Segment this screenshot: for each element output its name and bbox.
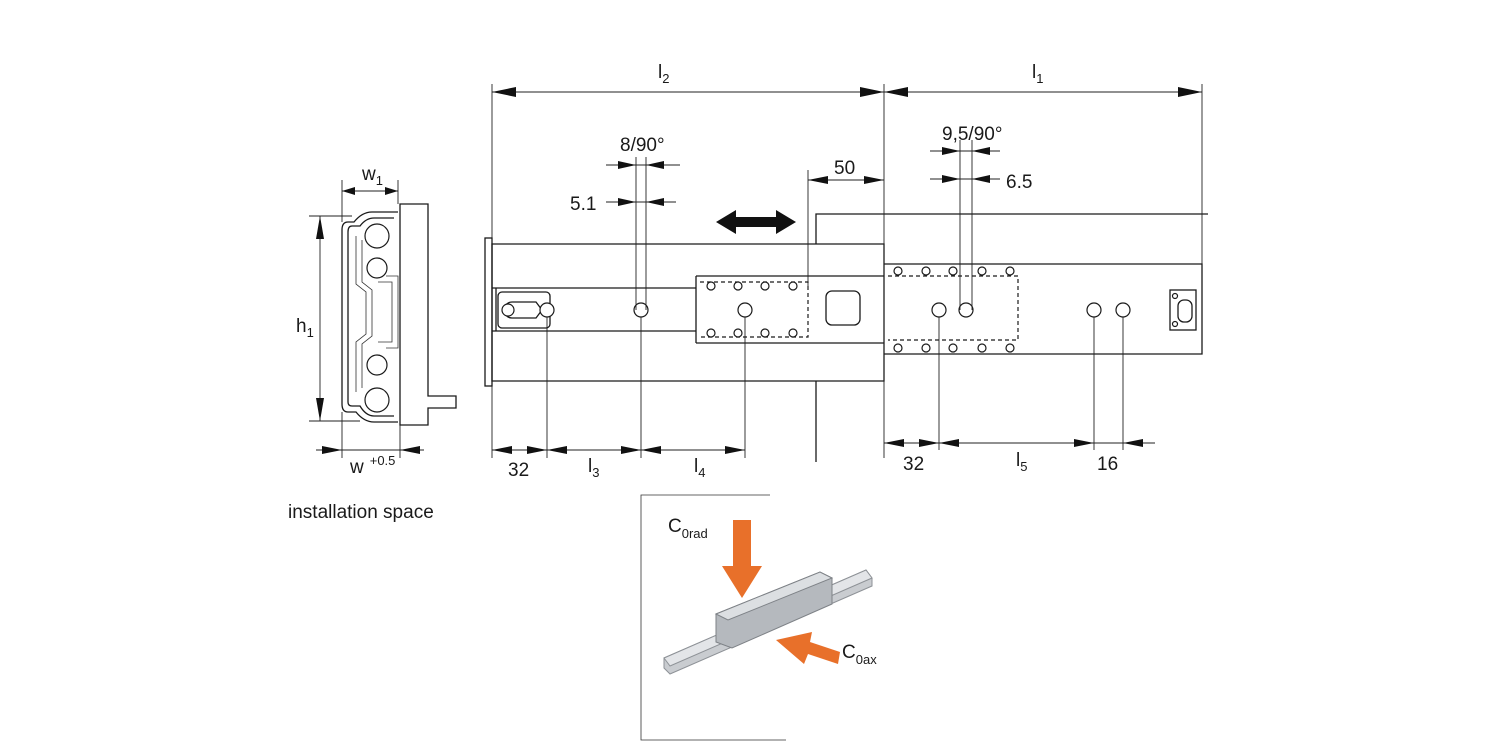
- dim-9-5-90: 9,5/90°: [942, 124, 1002, 145]
- c0ax-arrow: [776, 632, 840, 664]
- inset-frame: [640, 494, 786, 741]
- ball: [366, 354, 388, 376]
- outer-profile-inner: [347, 217, 394, 417]
- l5-label: l5: [1016, 450, 1027, 474]
- square-hole: [825, 290, 861, 326]
- dim-6-5: 6.5: [1006, 172, 1032, 193]
- end-plate: [484, 237, 493, 387]
- c0rad-label: C0rad: [668, 516, 708, 541]
- c0rad-arrow: [722, 520, 762, 598]
- inner-profile-d: [378, 281, 393, 343]
- ball: [366, 257, 388, 279]
- dim-8-90: 8/90°: [620, 135, 665, 156]
- h1-label: h1: [296, 316, 314, 340]
- outer-profile: [341, 211, 398, 423]
- cabinet-top-line: [815, 213, 1208, 244]
- end-clip: [1169, 289, 1197, 331]
- load-diagram: C0rad C0ax: [640, 494, 877, 741]
- l2-label: l2: [658, 62, 669, 86]
- small-holes: [706, 266, 1015, 353]
- dimensions: l2 l1 8/90° 5.1 50 9,5/90° 6.5: [491, 62, 1203, 481]
- dim-5-1: 5.1: [570, 194, 596, 215]
- dim-50: 50: [834, 158, 855, 179]
- l4-label: l4: [694, 456, 705, 480]
- hole: [501, 303, 515, 317]
- w-label: w+0.5: [349, 453, 395, 478]
- middle-rail: [695, 275, 884, 344]
- l1-label: l1: [1032, 62, 1043, 86]
- c0ax-label: C0ax: [842, 642, 877, 667]
- ball: [364, 223, 390, 249]
- l3-label: l3: [588, 456, 599, 480]
- mounting-holes: [539, 302, 1131, 318]
- hidden-edge-right: [888, 275, 1019, 341]
- inner-profile-c: [386, 275, 399, 349]
- moving-rail: [884, 263, 1203, 355]
- hidden-edge: [700, 281, 809, 338]
- mounting-plate: [399, 203, 457, 426]
- side-view: [484, 210, 1208, 462]
- inner-profile-b: [361, 240, 373, 388]
- w1-label: w1: [361, 164, 383, 188]
- cross-section-view: w1 h1 w+0.5 installation space: [288, 164, 457, 523]
- ball: [364, 387, 390, 413]
- installation-space-caption: installation space: [288, 502, 434, 523]
- dim-32-right: 32: [903, 454, 924, 475]
- dim-32-left: 32: [508, 460, 529, 481]
- inner-profile-a: [355, 236, 367, 392]
- inner-rail: [492, 287, 696, 332]
- dim-16: 16: [1097, 454, 1118, 475]
- movement-arrow: [716, 210, 796, 234]
